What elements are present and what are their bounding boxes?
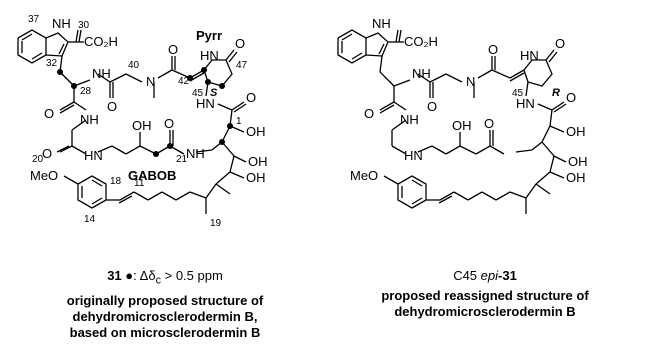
oh-label: OH [566,124,586,139]
nh-label: NH [80,112,99,127]
compound-number: 31 [107,268,122,283]
atom-number: 18 [110,176,122,187]
nh-label: NH [186,146,205,161]
atom-number: 40 [128,60,140,71]
dot [57,69,63,75]
right-compound: -31 [498,268,517,283]
o-label: O [246,90,256,105]
hn-ring-label: HN [520,48,539,63]
atom-number: 1 [236,116,242,127]
o-ring-label: O [555,36,565,51]
atom-number: 28 [80,86,92,97]
o-label: O [168,42,178,57]
o-label: O [364,106,374,121]
oh-label: OH [248,154,268,169]
right-caption: C45 epi-31 proposed reassigned structure… [340,268,630,320]
dot [153,151,159,157]
oh-label: OH [132,118,152,133]
o-label: O [107,99,117,114]
hn-amide-label: HN [516,96,535,111]
atom-number: 45 [192,88,204,99]
dot [71,83,77,89]
hn-amide-label: HN [196,96,215,111]
o-label: O [42,146,52,161]
nh-indole-label: NH [52,16,71,31]
atom-number: 45 [512,88,524,99]
n-methyl-label: N [146,74,155,89]
o-label: O [566,90,576,105]
right-caption-line1: proposed reassigned structure of [381,288,589,303]
atom-number: 19 [210,218,222,229]
right-legend-line: C45 epi-31 [340,268,630,284]
nh-indole-label: NH [372,16,391,31]
right-structure: NH CO₂H NH O N O HN O HN O OH OH OH O NH… [337,16,588,214]
oh-label: OH [566,170,586,185]
left-caption: 31 ●: Δδc > 0.5 ppm originally proposed … [20,268,310,341]
hn-ring-label: HN [200,48,219,63]
dot [167,143,173,149]
right-bonds [337,29,567,214]
o-label: O [164,116,174,131]
left-legend-line: 31 ●: Δδc > 0.5 ppm [20,268,310,289]
pyrr-label: Pyrr [196,28,222,43]
hn-label: HN [84,148,103,163]
atom-number: 11 [134,178,145,189]
dot [187,75,193,81]
co2h-label: CO₂H [84,34,118,49]
left-caption-line2: dehydromicrosclerodermin B, [72,308,258,324]
o-label: O [427,99,437,114]
meo-label: MeO [350,168,378,183]
atom-number: 32 [46,58,58,69]
dot [219,83,225,89]
meo-label: MeO [30,168,58,183]
gabob-label: GABOB [128,168,176,183]
hn-label: HN [404,148,423,163]
left-highlight-dots [57,67,233,157]
oh-label: OH [568,154,588,169]
left-structure: NH CO₂H NH O N O HN O HN O OH OH OH O NH… [17,14,268,229]
atom-number: 14 [84,214,96,225]
dot [205,79,211,85]
stereo-r-label: R [552,87,560,99]
oh-label: OH [246,170,266,185]
o-label: O [44,106,54,121]
atom-number: 21 [176,154,188,165]
atom-number: 20 [32,154,44,165]
right-prefix: C45 [453,268,481,283]
stereo-s-label: S [210,87,218,99]
left-caption-line3: based on microsclerodermin B [69,324,261,340]
oh-label: OH [246,124,266,139]
left-legend-sub: c [155,274,161,287]
o-ring-label: O [235,36,245,51]
co2h-label: CO₂H [404,34,438,49]
o-label: O [488,42,498,57]
dot [219,139,225,145]
left-legend-tail: > 0.5 ppm [161,268,223,283]
atom-number: 47 [236,60,248,71]
dot [201,67,207,73]
atom-number: 30 [78,20,90,31]
right-caption-line2: dehydromicrosclerodermin B [394,304,576,319]
left-caption-line1: originally proposed structure of [66,292,264,308]
right-epi: epi [480,268,499,283]
nh-amide-label: NH [412,66,431,81]
atom-number: 42 [178,76,190,87]
nh-amide-label: NH [92,66,111,81]
atom-number: 37 [28,14,40,25]
o-label: O [484,116,494,131]
oh-label: OH [452,118,472,133]
dot [227,123,233,129]
nh-label: NH [400,112,419,127]
left-legend: ●: Δδ [125,268,156,283]
n-methyl-label: N [466,74,475,89]
